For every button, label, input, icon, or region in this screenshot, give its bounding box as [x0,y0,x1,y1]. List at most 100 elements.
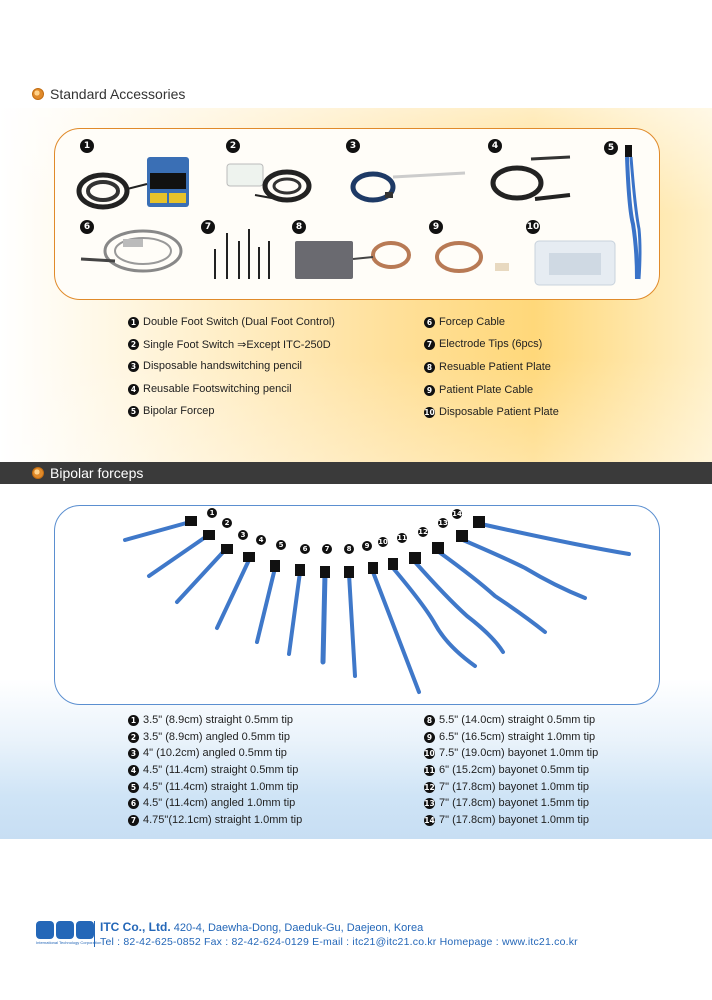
legend-item: 3 Disposable handswitching pencil [128,360,302,372]
legend-item: 8 Resuable Patient Plate [424,361,551,373]
logo-mark-icon [56,921,74,939]
legend-number: 2 [128,731,139,743]
legend-text: 4.5" (11.4cm) straight 1.0mm tip [143,781,299,793]
legend-text: 4.75"(12.1cm) straight 1.0mm tip [143,814,303,826]
legend-text: 3.5" (8.9cm) angled 0.5mm tip [143,731,290,743]
accessories-photo-frame [54,128,660,300]
electrode-tips-image [214,229,270,279]
logo-mark-icon [36,921,54,939]
legend-text: Double Foot Switch (Dual Foot Control) [143,316,335,328]
legend-number: 8 [424,361,435,373]
legend-number: 2 [128,339,139,350]
forceps-marker: 8 [344,544,354,554]
legend-text: Forcep Cable [439,316,506,328]
accessories-illustration [76,145,642,286]
single-foot-switch-image [226,163,312,203]
orange-bullet-icon [32,467,44,479]
forceps-marker: 14 [452,509,462,519]
legend-number: 3 [128,747,139,759]
legend-item: 7 Electrode Tips (6pcs) [424,338,542,350]
legend-text: Single Foot Switch ⇒Except ITC-250D [143,339,331,351]
legend-text: 7" (17.8cm) bayonet 1.0mm tip [439,814,590,826]
forceps-marker: 3 [238,530,248,540]
legend-item: 12 7" (17.8cm) bayonet 1.0mm tip [424,781,589,793]
accessory-marker: 10 [526,220,540,234]
legend-text: 3.5" (8.9cm) straight 0.5mm tip [143,714,294,726]
legend-item: 11 6" (15.2cm) bayonet 0.5mm tip [424,764,589,776]
accessory-marker: 4 [488,139,502,153]
bipolar-forcep-image [625,145,642,280]
legend-item: 6 Forcep Cable [424,316,505,328]
forceps-marker: 10 [378,537,388,547]
accessory-marker: 2 [226,139,240,153]
legend-item: 3 4" (10.2cm) angled 0.5mm tip [128,747,287,759]
legend-number: 7 [128,814,139,826]
legend-item: 1 Double Foot Switch (Dual Foot Control) [128,316,335,328]
legend-text: Electrode Tips (6pcs) [439,338,543,350]
section-title: Standard Accessories [50,86,186,102]
legend-item: 13 7" (17.8cm) bayonet 1.5mm tip [424,797,589,809]
legend-item: 5 4.5" (11.4cm) straight 1.0mm tip [128,781,298,793]
legend-number: 3 [128,360,139,372]
legend-text: Patient Plate Cable [439,384,534,396]
legend-text: 4.5" (11.4cm) angled 1.0mm tip [143,797,296,809]
legend-number: 1 [128,714,139,726]
standard-accessories-heading: Standard Accessories [32,86,185,102]
bipolar-forceps-heading: Bipolar forceps [0,462,712,484]
forceps-connectors [185,516,485,578]
disposable-pencil-image [350,171,466,203]
disposable-patient-plate-image [534,240,616,286]
legend-text: 7" (17.8cm) bayonet 1.0mm tip [439,781,590,793]
forceps-marker: 11 [397,533,407,543]
legend-number: 10 [424,406,435,418]
forceps-marker: 9 [362,541,372,551]
legend-item: 9 Patient Plate Cable [424,384,533,396]
legend-item: 6 4.5" (11.4cm) angled 1.0mm tip [128,797,295,809]
legend-number: 4 [128,764,139,776]
accessory-marker: 5 [604,141,618,155]
forcep-cable-image [80,229,183,273]
accessory-marker: 9 [429,220,443,234]
legend-item: 8 5.5" (14.0cm) straight 0.5mm tip [424,714,595,726]
legend-number: 5 [128,781,139,793]
legend-number: 4 [128,383,139,395]
legend-text: 6" (15.2cm) bayonet 0.5mm tip [439,764,590,776]
forceps-marker: 4 [256,535,266,545]
legend-text: 7" (17.8cm) bayonet 1.5mm tip [439,797,590,809]
patient-plate-cable-image [435,241,509,273]
forceps-illustration [123,516,631,694]
legend-text: Reusable Footswitching pencil [143,383,292,395]
legend-item: 9 6.5" (16.5cm) straight 1.0mm tip [424,731,595,743]
legend-item: 2 Single Foot Switch ⇒Except ITC-250D [128,338,331,351]
section-title: Bipolar forceps [50,465,144,481]
legend-text: 6.5" (16.5cm) straight 1.0mm tip [439,731,596,743]
forceps-set-image [123,520,631,694]
legend-text: Disposable Patient Plate [439,406,559,418]
forceps-marker: 13 [438,518,448,528]
company-logo: International Technology Corporation [36,921,101,945]
forceps-photo-frame [54,505,660,705]
logo-mark-icon [76,921,94,939]
forceps-marker: 7 [322,544,332,554]
reusable-patient-plate-image [295,241,411,279]
company-name: ITC Co., Ltd. [100,920,171,934]
accessory-marker: 7 [201,220,215,234]
legend-item: 7 4.75"(12.1cm) straight 1.0mm tip [128,814,302,826]
legend-number: 9 [424,731,435,743]
company-address: 420-4, Daewha-Dong, Daeduk-Gu, Daejeon, … [173,922,424,934]
company-contact: Tel : 82-42-625-0852 Fax : 82-42-624-012… [100,936,578,948]
legend-text: 5.5" (14.0cm) straight 0.5mm tip [439,714,596,726]
logo-caption: International Technology Corporation [36,940,102,945]
legend-item: 10 7.5" (19.0cm) bayonet 1.0mm tip [424,747,598,759]
forceps-marker: 1 [207,508,217,518]
legend-item: 5 Bipolar Forcep [128,405,215,417]
legend-number: 6 [128,797,139,809]
legend-number: 11 [424,764,435,776]
legend-item: 2 3.5" (8.9cm) angled 0.5mm tip [128,731,290,743]
accessory-marker: 1 [80,139,94,153]
legend-text: Resuable Patient Plate [439,361,551,373]
legend-number: 10 [424,747,435,759]
accessory-marker: 8 [292,220,306,234]
legend-text: Disposable handswitching pencil [143,360,302,372]
legend-number: 5 [128,405,139,417]
